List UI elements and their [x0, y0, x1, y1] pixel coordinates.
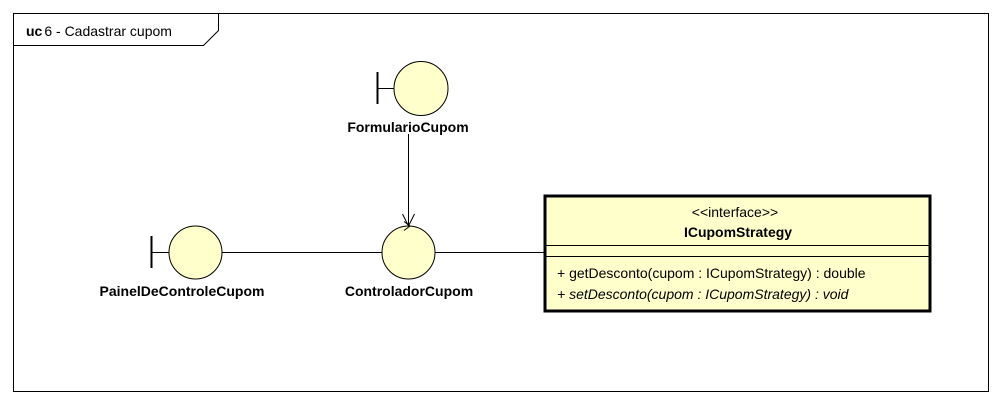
interface-icupomstrategy[interactable]: <<interface>> ICupomStrategy + getDescon…: [543, 194, 932, 313]
boundary-painel-de-controle-cupom[interactable]: PainelDeControleCupom: [100, 225, 265, 299]
control-circle: [381, 225, 436, 280]
interface-stereotype: <<interface>>: [692, 204, 778, 220]
control-controlador-cupom[interactable]: ControladorCupom: [345, 221, 473, 300]
interface-operation: + getDesconto(cupom : ICupomStrategy) : …: [557, 265, 866, 281]
interface-name: ICupomStrategy: [684, 224, 792, 240]
frame-kind: uc: [26, 23, 43, 39]
boundary-circle: [168, 225, 223, 280]
interface-box: [543, 194, 932, 313]
boundary-formulario-cupom[interactable]: FormularioCupom: [347, 61, 469, 136]
boundary-label: FormularioCupom: [347, 119, 468, 135]
frame-tab: [13, 13, 219, 46]
frame-title: 6 - Cadastrar cupom: [44, 23, 172, 39]
boundary-circle: [393, 61, 449, 116]
control-label: ControladorCupom: [345, 283, 473, 299]
boundary-label: PainelDeControleCupom: [100, 283, 265, 299]
control-arrow: [403, 221, 411, 231]
interface-operation-abstract: + setDesconto(cupom : ICupomStrategy) : …: [557, 286, 850, 302]
